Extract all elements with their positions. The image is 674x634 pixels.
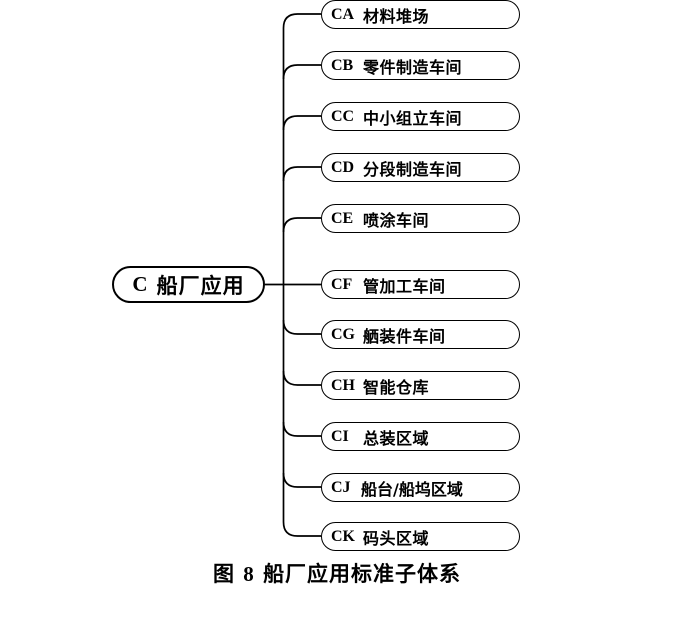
node-code-cc: CC	[331, 107, 355, 125]
root-node-label: 船厂应用	[156, 273, 245, 298]
branch-line-cg	[282, 319, 321, 335]
branch-line-ca	[282, 13, 321, 29]
tree-node-cd[interactable]: CD 分段制造车间	[321, 153, 520, 182]
node-label-ch: 智能仓库	[363, 377, 430, 397]
tree-node-cg[interactable]: CG 舾装件车间	[321, 320, 520, 349]
node-code-cd: CD	[331, 158, 355, 176]
node-label-ce: 喷涂车间	[363, 210, 430, 230]
node-label-ck: 码头区域	[363, 528, 430, 548]
node-label-cj: 船台/船坞区域	[361, 479, 463, 499]
branch-line-cd	[282, 166, 321, 182]
node-label-cc: 中小组立车间	[363, 108, 463, 128]
node-label-cg: 舾装件车间	[363, 326, 446, 346]
branch-line-ck	[282, 521, 321, 537]
tree-node-ca[interactable]: CA 材料堆场	[321, 0, 520, 29]
branch-line-ch	[282, 370, 321, 386]
branch-line-ce	[282, 217, 321, 233]
branch-line-cb	[282, 64, 321, 80]
tree-node-ch[interactable]: CH 智能仓库	[321, 371, 520, 400]
tree-node-ck[interactable]: CK 码头区域	[321, 522, 520, 551]
node-label-ca: 材料堆场	[363, 6, 430, 26]
node-code-ci: CI	[331, 427, 349, 445]
figure-caption: 图 8 船厂应用标准子体系	[0, 558, 674, 588]
root-node-code: C	[132, 272, 148, 296]
node-label-cf: 管加工车间	[363, 276, 446, 296]
tree-node-ci[interactable]: CI 总装区域	[321, 422, 520, 451]
node-code-ck: CK	[331, 527, 355, 545]
node-label-ci: 总装区域	[363, 428, 430, 448]
branch-line-cj	[282, 472, 321, 488]
branch-line-ci	[282, 421, 321, 437]
node-code-ca: CA	[331, 5, 355, 23]
node-code-ch: CH	[331, 376, 355, 394]
tree-node-ce[interactable]: CE 喷涂车间	[321, 204, 520, 233]
node-code-cj: CJ	[331, 478, 351, 496]
node-label-cd: 分段制造车间	[363, 159, 463, 179]
node-code-cb: CB	[331, 56, 354, 74]
tree-node-cc[interactable]: CC 中小组立车间	[321, 102, 520, 131]
tree-node-cb[interactable]: CB 零件制造车间	[321, 51, 520, 80]
caption-number: 8	[243, 562, 255, 586]
tree-node-cf[interactable]: CF 管加工车间	[321, 270, 520, 299]
tree-node-cj[interactable]: CJ 船台/船坞区域	[321, 473, 520, 502]
caption-text: 船厂应用标准子体系	[263, 562, 462, 586]
branch-line-cc	[282, 115, 321, 131]
node-code-ce: CE	[331, 209, 354, 227]
node-label-cb: 零件制造车间	[363, 57, 463, 77]
node-code-cg: CG	[331, 325, 355, 343]
node-code-cf: CF	[331, 275, 353, 293]
caption-prefix: 图	[212, 562, 235, 586]
tree-node-root-c[interactable]: C 船厂应用	[112, 266, 265, 303]
